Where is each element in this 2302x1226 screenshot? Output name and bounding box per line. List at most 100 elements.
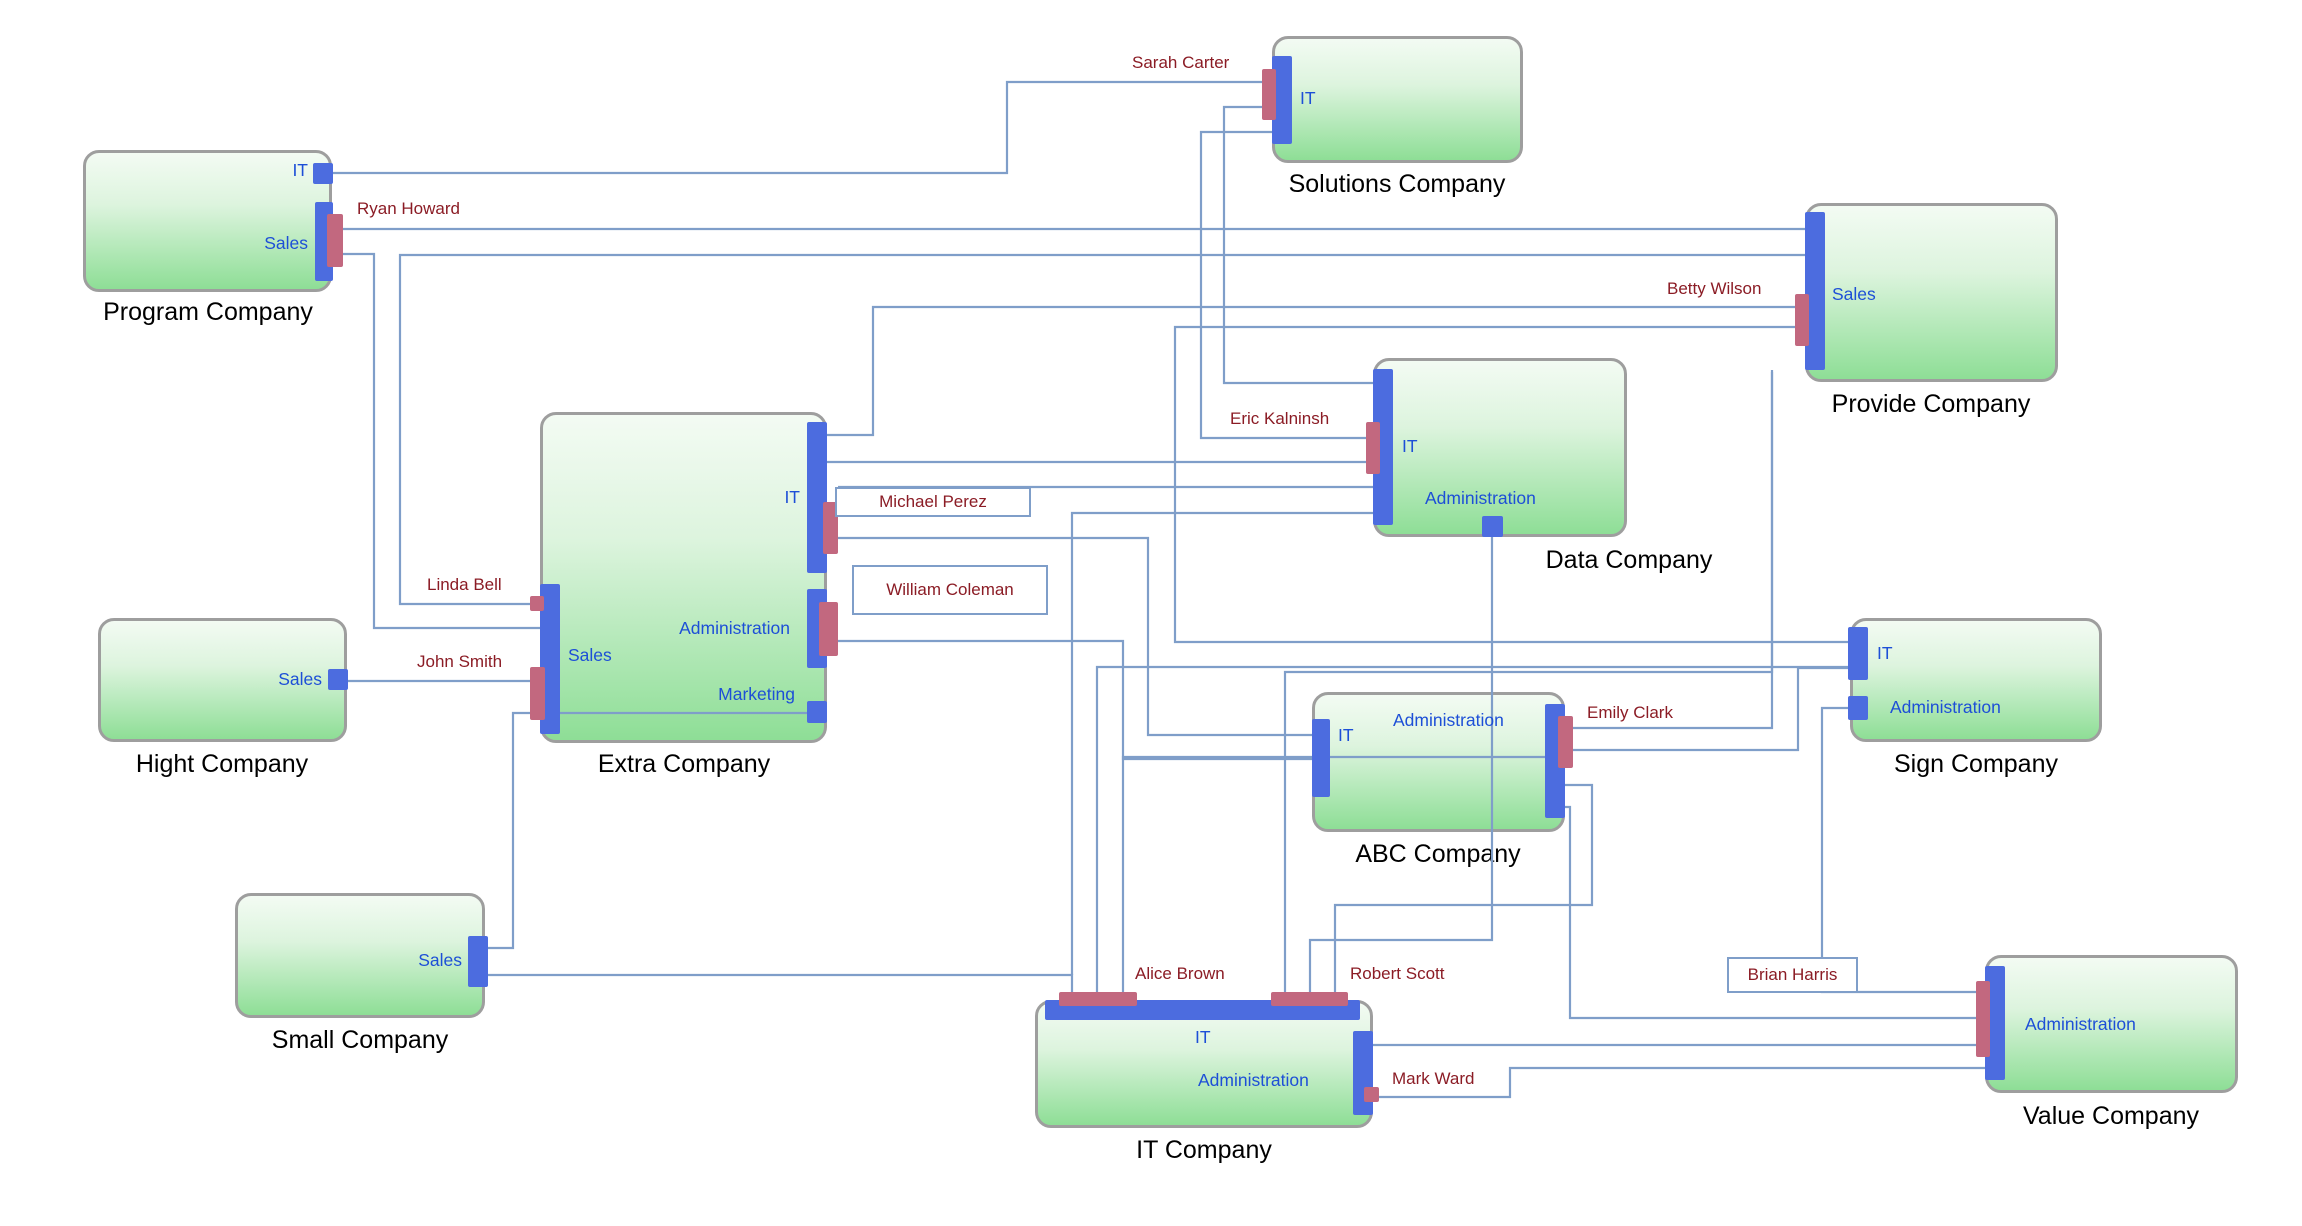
- company-title-small: Small Company: [271, 1026, 449, 1054]
- edge-connection[interactable]: [1820, 706, 1985, 994]
- edge-connection[interactable]: [1333, 783, 1594, 992]
- person-label: Michael Perez: [835, 487, 1031, 517]
- person-label: Ryan Howard: [357, 199, 460, 218]
- dept-label-program-it: IT: [292, 160, 308, 180]
- company-node-program[interactable]: [83, 150, 332, 292]
- edge-connection[interactable]: [1173, 325, 1848, 644]
- person-pin-solutions[interactable]: [1262, 69, 1276, 120]
- person-pin-itco[interactable]: [1364, 1087, 1379, 1102]
- person-label: John Smith: [417, 652, 503, 671]
- dept-label-value-administration: Administration: [2025, 1014, 2136, 1034]
- person-pin-extra[interactable]: [823, 502, 838, 554]
- person-label: Betty Wilson: [1667, 279, 1762, 298]
- port-value-administration[interactable]: [1985, 966, 2005, 1080]
- edge-connection[interactable]: [838, 536, 1312, 737]
- port-small-sales[interactable]: [468, 936, 488, 987]
- company-node-small[interactable]: [235, 893, 485, 1018]
- person-label: Robert Scott: [1350, 964, 1445, 983]
- port-itco-administration[interactable]: [1353, 1031, 1373, 1115]
- company-node-value[interactable]: [1985, 955, 2238, 1093]
- person-label: Sarah Carter: [1132, 53, 1230, 72]
- company-node-provide[interactable]: [1805, 203, 2058, 382]
- company-title-provide: Provide Company: [1831, 390, 2031, 418]
- person-pin-itco[interactable]: [1059, 992, 1137, 1006]
- dept-label-small-sales: Sales: [418, 950, 462, 970]
- company-title-extra: Extra Company: [597, 750, 771, 778]
- person-pin-extra[interactable]: [819, 602, 838, 656]
- port-program-it[interactable]: [313, 163, 333, 184]
- person-pin-program[interactable]: [327, 214, 343, 267]
- person-pin-itco[interactable]: [1271, 992, 1348, 1006]
- edge-connection[interactable]: [488, 711, 807, 950]
- dept-label-itco-it: IT: [1195, 1027, 1211, 1047]
- edge-connection[interactable]: [1222, 105, 1373, 385]
- edge-connection[interactable]: [1199, 130, 1366, 440]
- edge-connection[interactable]: [1283, 372, 1774, 992]
- edge-connection[interactable]: [398, 253, 1805, 606]
- dept-label-extra-marketing: Marketing: [718, 684, 795, 704]
- person-pin-data[interactable]: [1366, 422, 1380, 474]
- edge-connection[interactable]: [827, 305, 1795, 437]
- person-label: Alice Brown: [1135, 964, 1225, 983]
- company-node-solutions[interactable]: [1272, 36, 1523, 163]
- port-data-it[interactable]: [1373, 369, 1393, 525]
- person-label: Linda Bell: [427, 575, 502, 594]
- person-label: Emily Clark: [1587, 703, 1673, 722]
- port-data-administration[interactable]: [1482, 516, 1503, 537]
- company-title-hight: Hight Company: [135, 750, 309, 778]
- company-node-extra[interactable]: [540, 412, 827, 743]
- port-extra-sales[interactable]: [540, 584, 560, 734]
- person-pin-extra[interactable]: [530, 667, 545, 720]
- dept-label-program-sales: Sales: [264, 233, 308, 253]
- company-title-program: Program Company: [103, 298, 313, 326]
- person-label: William Coleman: [852, 565, 1048, 615]
- company-title-solutions: Solutions Company: [1288, 170, 1506, 198]
- person-pin-extra[interactable]: [530, 596, 544, 611]
- company-node-sign[interactable]: [1850, 618, 2102, 742]
- edge-connection[interactable]: [1095, 665, 1848, 992]
- company-title-sign: Sign Company: [1894, 750, 2058, 778]
- dept-label-provide-sales: Sales: [1832, 284, 1876, 304]
- edge-connection[interactable]: [1379, 1066, 1985, 1099]
- port-sign-administration[interactable]: [1848, 696, 1868, 720]
- person-label: Brian Harris: [1727, 957, 1858, 993]
- port-abc-it[interactable]: [1312, 719, 1330, 797]
- edge-connection[interactable]: [1121, 755, 1558, 992]
- company-title-value: Value Company: [2022, 1102, 2200, 1130]
- dept-label-itco-administration: Administration: [1198, 1070, 1309, 1090]
- person-label: Eric Kalninsh: [1230, 409, 1330, 428]
- company-node-itco[interactable]: [1035, 1000, 1373, 1128]
- dept-label-sign-it: IT: [1877, 643, 1893, 663]
- port-extra-it[interactable]: [807, 422, 827, 573]
- port-solutions-it[interactable]: [1272, 56, 1292, 144]
- edge-connection[interactable]: [1565, 805, 1985, 1020]
- dept-label-sign-administration: Administration: [1890, 697, 2001, 717]
- dept-label-extra-it: IT: [784, 487, 800, 507]
- person-pin-value[interactable]: [1976, 981, 1990, 1057]
- dept-label-abc-it: IT: [1338, 725, 1354, 745]
- company-node-hight[interactable]: [98, 618, 347, 742]
- dept-label-data-administration: Administration: [1425, 488, 1536, 508]
- edge-connection[interactable]: [333, 80, 1262, 175]
- dept-label-solutions-it: IT: [1300, 88, 1316, 108]
- person-label: Mark Ward: [1392, 1069, 1475, 1088]
- port-hight-sales[interactable]: [328, 669, 348, 690]
- edge-connection[interactable]: [1070, 511, 1373, 975]
- company-title-data: Data Company: [1545, 546, 1713, 574]
- person-pin-abc[interactable]: [1558, 716, 1573, 768]
- edge-connection[interactable]: [1308, 537, 1494, 992]
- dept-label-data-it: IT: [1402, 436, 1418, 456]
- company-title-itco: IT Company: [1136, 1136, 1272, 1164]
- dept-label-extra-sales: Sales: [568, 645, 612, 665]
- edge-connection[interactable]: [838, 639, 1312, 761]
- edge-connection[interactable]: [333, 252, 540, 630]
- person-pin-provide[interactable]: [1795, 294, 1809, 346]
- company-title-abc: ABC Company: [1355, 840, 1521, 868]
- port-extra-marketing[interactable]: [807, 701, 827, 723]
- port-provide-sales[interactable]: [1805, 212, 1825, 370]
- port-sign-it[interactable]: [1848, 627, 1868, 680]
